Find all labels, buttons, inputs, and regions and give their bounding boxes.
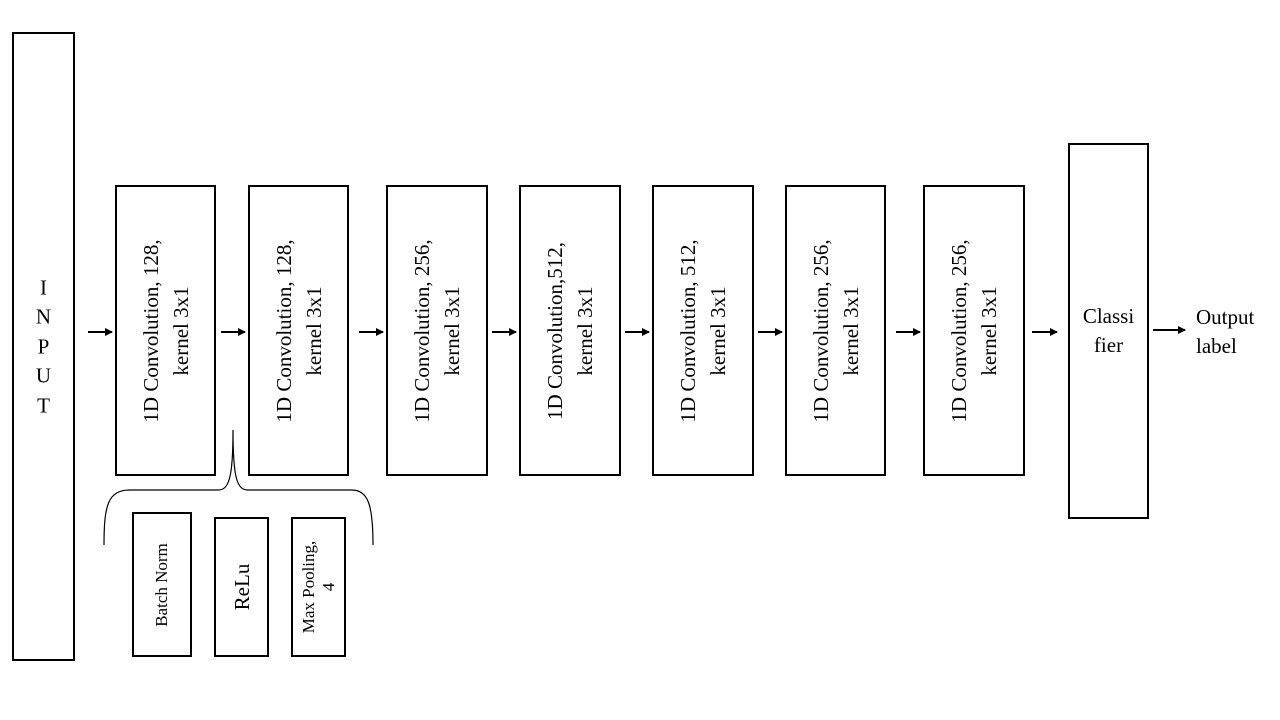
max-pooling-line2: 4 (318, 582, 338, 592)
conv-block-7: 1D Convolution, 256, kernel 3x1 (923, 185, 1025, 476)
batch-norm-label: Batch Norm (152, 542, 171, 627)
conv-block-line2: kernel 3x1 (706, 285, 730, 376)
conv-block-label: 1D Convolution, 256, kernel 3x1 (407, 239, 467, 422)
conv-block-line1: 1D Convolution, 128, (271, 238, 296, 423)
classifier-block: Classi fier (1068, 143, 1149, 519)
conv-block-6: 1D Convolution, 256, kernel 3x1 (785, 185, 886, 476)
max-pooling-label: Max Pooling, 4 (299, 541, 339, 634)
relu-block: ReLu (214, 517, 269, 657)
conv-block-label: 1D Convolution, 256, kernel 3x1 (806, 239, 866, 422)
max-pooling-line1: Max Pooling, (298, 540, 318, 634)
conv-block-label: 1D Convolution, 512, kernel 3x1 (673, 239, 733, 422)
conv-block-line1: 1D Convolution, 128, (138, 238, 163, 423)
conv-block-line1: 1D Convolution, 256, (410, 238, 434, 423)
output-label-line2: label (1196, 334, 1237, 358)
conv-block-line2: kernel 3x1 (838, 285, 863, 376)
conv-block-line1: 1D Convolution,512, (543, 241, 567, 420)
input-letter: P (37, 333, 50, 358)
conv-block-line2: kernel 3x1 (573, 285, 597, 376)
conv-block-line2: kernel 3x1 (977, 285, 1001, 376)
classifier-label: Classi fier (1070, 302, 1147, 360)
max-pooling-block: Max Pooling, 4 (291, 517, 346, 657)
conv-block-4: 1D Convolution,512, kernel 3x1 (519, 185, 621, 476)
input-block: I N P U T (12, 32, 75, 661)
conv-block-label: 1D Convolution, 128, kernel 3x1 (269, 239, 329, 422)
conv-block-2: 1D Convolution, 128, kernel 3x1 (248, 185, 349, 476)
conv-block-line1: 1D Convolution, 256, (808, 238, 833, 423)
relu-label: ReLu (229, 563, 254, 611)
conv-block-1: 1D Convolution, 128, kernel 3x1 (115, 185, 216, 476)
classifier-line1: Classi (1082, 304, 1135, 328)
conv-block-label: 1D Convolution, 128, kernel 3x1 (136, 239, 196, 422)
conv-block-line2: kernel 3x1 (168, 285, 193, 376)
conv-block-3: 1D Convolution, 256, kernel 3x1 (386, 185, 488, 476)
conv-block-line2: kernel 3x1 (301, 285, 326, 376)
output-label-line1: Output (1196, 305, 1255, 329)
conv-block-line1: 1D Convolution, 256, (947, 238, 971, 423)
input-label: I N P U T (14, 273, 73, 421)
conv-block-label: 1D Convolution,512, kernel 3x1 (540, 242, 600, 420)
conv-block-line1: 1D Convolution, 512, (676, 238, 700, 423)
conv-block-5: 1D Convolution, 512, kernel 3x1 (652, 185, 754, 476)
classifier-line2: fier (1093, 333, 1124, 357)
input-letter: N (35, 304, 52, 329)
batch-norm-block: Batch Norm (132, 512, 192, 657)
output-label: Output label (1196, 303, 1254, 361)
input-letter: I (40, 274, 47, 299)
input-letter: T (37, 392, 50, 417)
input-letter: U (35, 363, 52, 388)
conv-block-label: 1D Convolution, 256, kernel 3x1 (944, 239, 1004, 422)
conv-block-line2: kernel 3x1 (440, 285, 464, 376)
